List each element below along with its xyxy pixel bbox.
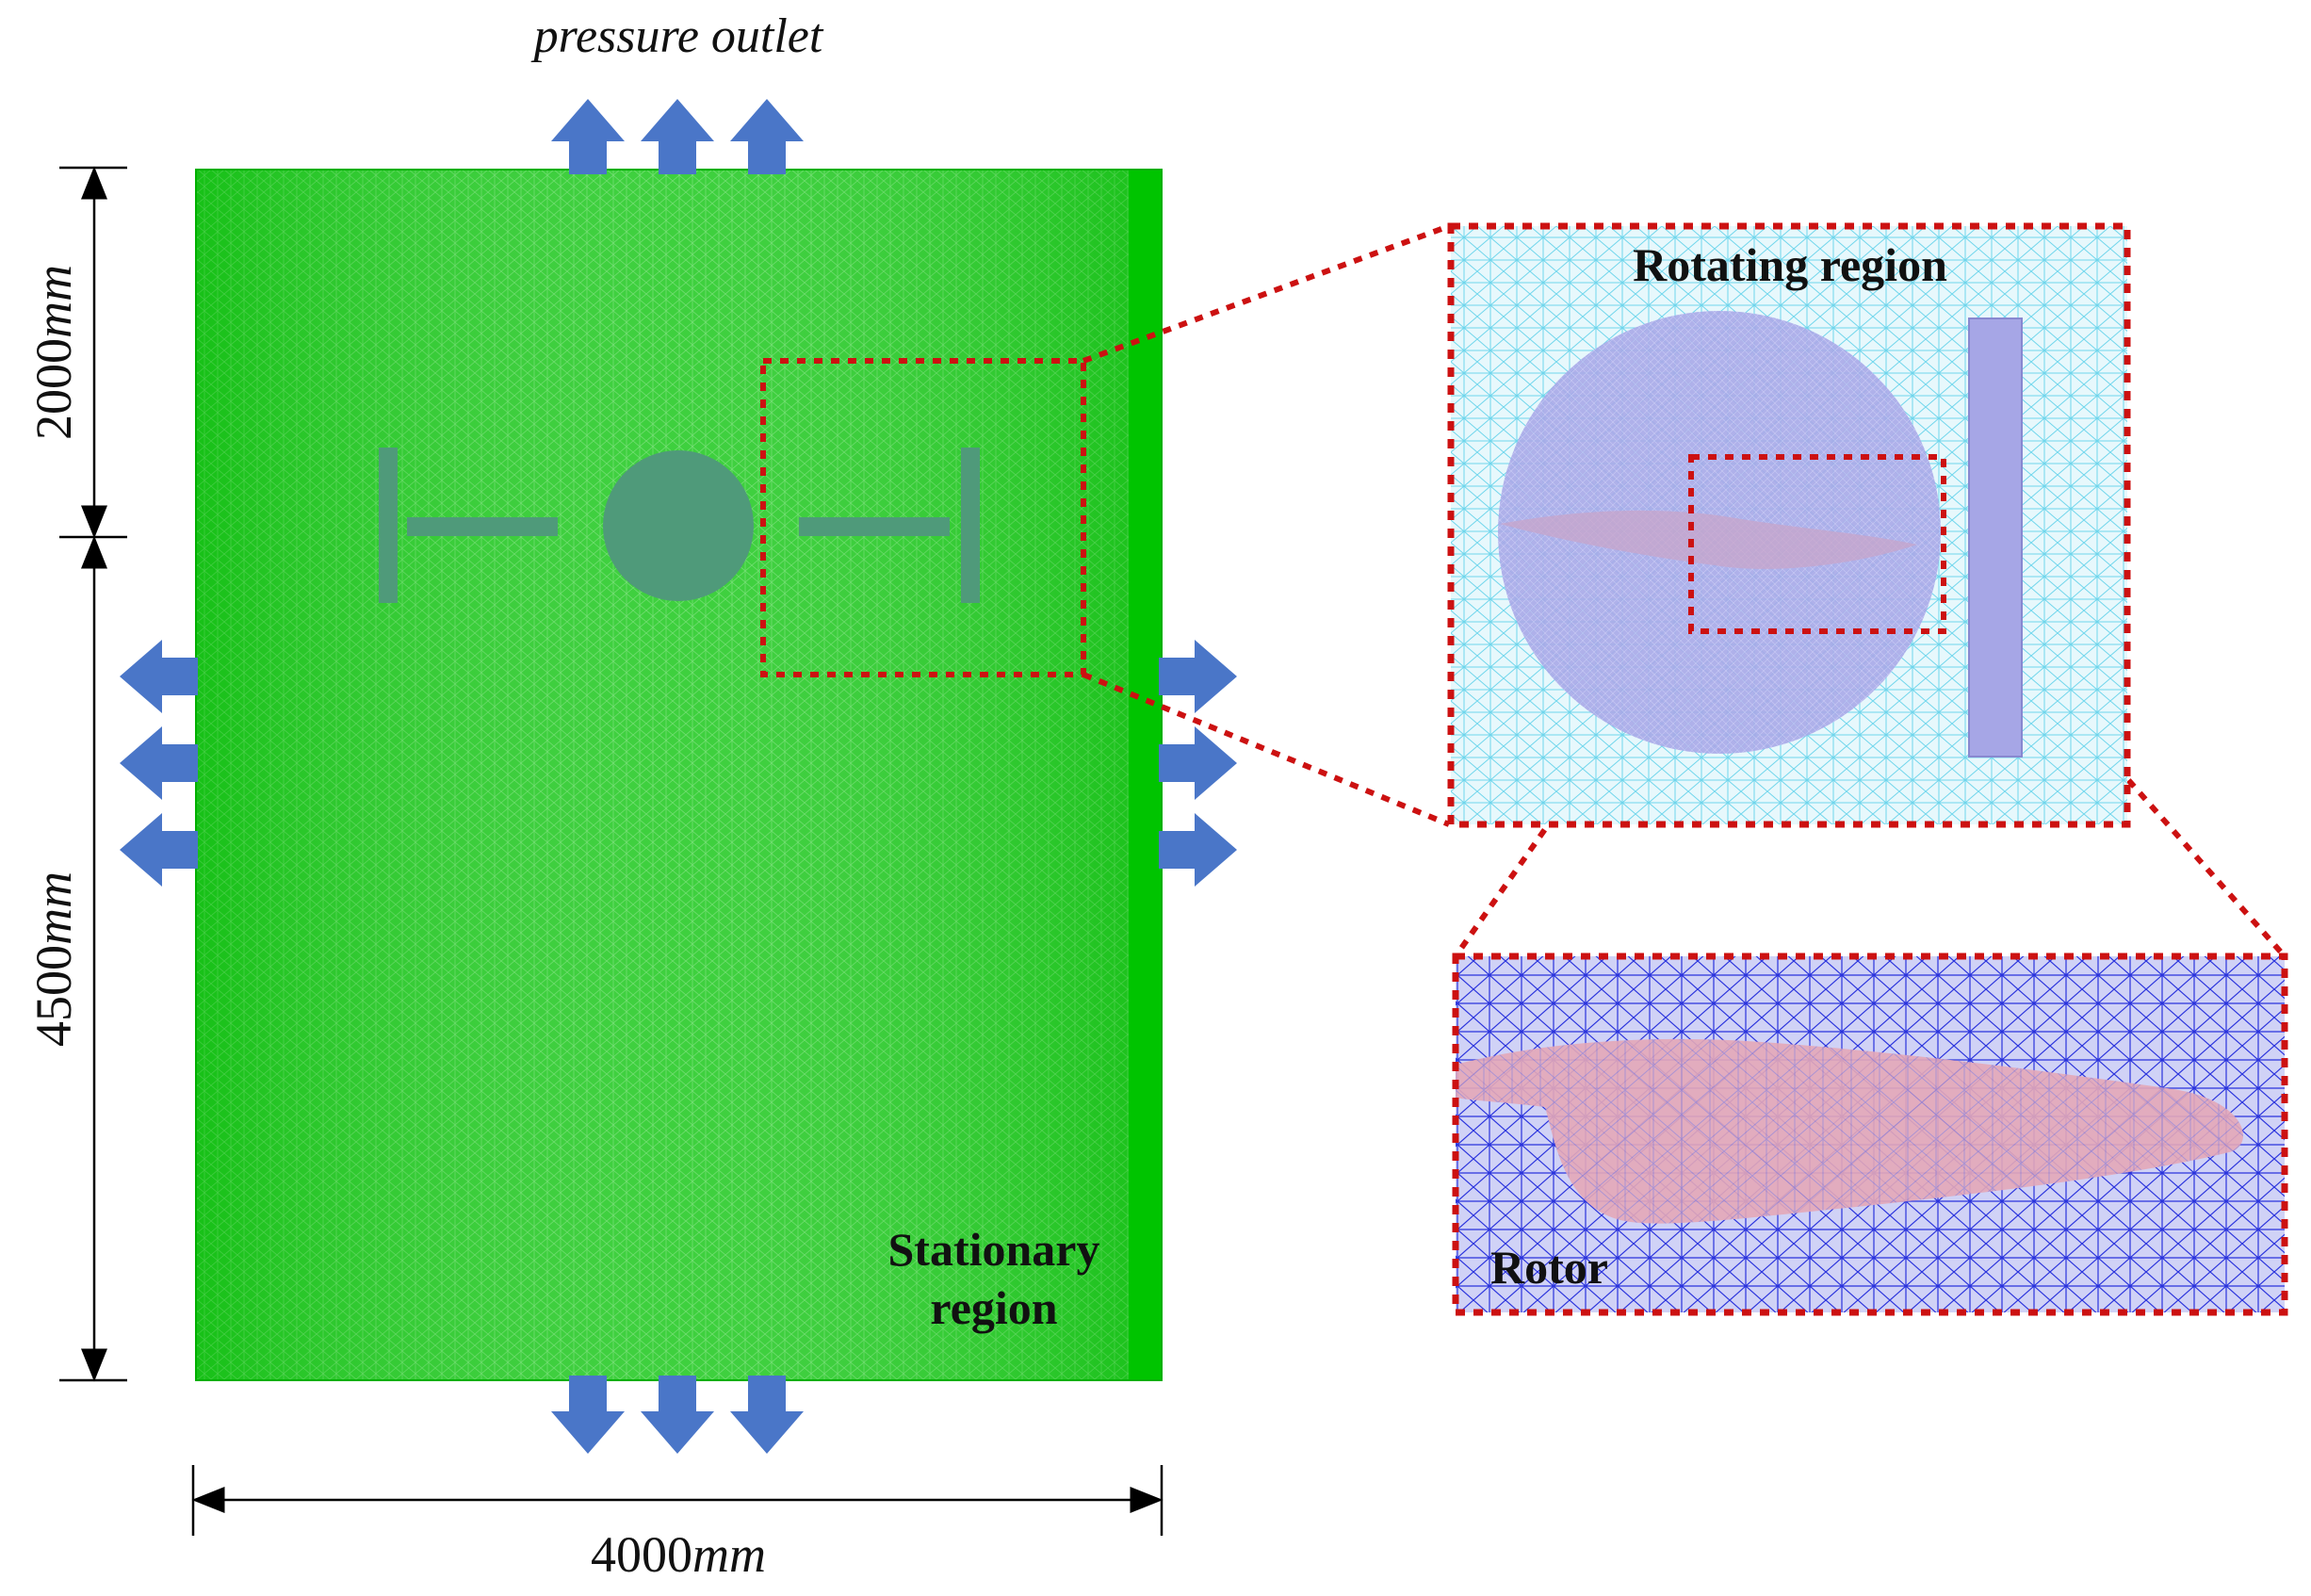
arrow-up-3 [730,99,804,174]
rotor-inset: Rotor [1452,953,2288,1316]
rotor-frame [1452,953,2288,1316]
left-arm [407,517,558,536]
arrow-right-2 [1159,726,1237,800]
rotating-region-label: Rotating region [1633,238,1947,291]
rotating-frame [1447,222,2131,828]
dim-label-4500: 4500mm [25,871,82,1047]
rotating-region-inset: Rotating region [1447,222,2131,828]
arrow-right-1 [1159,640,1237,713]
arrow-left-3 [120,813,198,887]
left-blade [379,448,398,603]
arrow-up-1 [551,99,625,174]
right-blade-section [1968,318,2023,757]
arrow-left-1 [120,640,198,713]
rotor-blade [1456,1038,2244,1224]
turbine-geometry [379,448,980,603]
right-blade [961,448,980,603]
arrow-down-1 [551,1376,625,1454]
dim-label-2000: 2000mm [25,265,82,440]
arrow-right-3 [1159,813,1237,887]
stationary-label-line2: region [930,1281,1057,1334]
pressure-outlet-label: pressure outlet [530,9,824,63]
hub-circle [603,450,754,601]
stationary-region: Stationary region [195,169,1163,1381]
stationary-label-line1: Stationary [888,1223,1100,1276]
arrow-down-2 [641,1376,714,1454]
right-arm [799,517,950,536]
dim-label-4000: 4000mm [591,1526,766,1583]
arrow-left-2 [120,726,198,800]
zoom-box-small [760,358,1086,677]
zoom-box-rotor [1688,454,1946,634]
dimensions [59,166,1164,1536]
arrow-up-2 [641,99,714,174]
blade-section-faint [1500,510,1917,569]
outlet-arrows [120,99,1237,1454]
arrow-down-3 [730,1376,804,1454]
rotor-label: Rotor [1490,1241,1608,1294]
